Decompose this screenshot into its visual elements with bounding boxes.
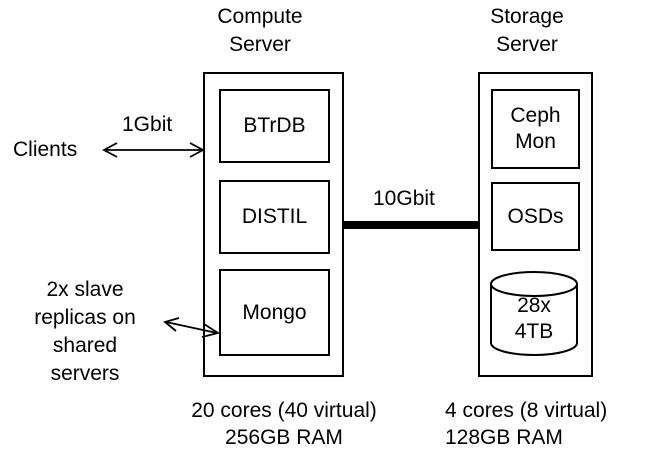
interconnect-speed-label: 10Gbit — [373, 187, 435, 210]
compute-server-title-line1: Compute — [217, 5, 303, 28]
storage-server-title-line2: Server — [496, 33, 558, 56]
mongo-label: Mongo — [242, 300, 307, 324]
clients-arrow — [102, 142, 205, 158]
disks-label: 28x 4TB — [491, 293, 577, 345]
disks-label-line2: 4TB — [514, 320, 554, 343]
compute-specs-line2: 256GB RAM — [225, 426, 343, 449]
storage-server-specs: 4 cores (8 virtual) 128GB RAM — [440, 398, 650, 451]
compute-server-specs: 20 cores (40 virtual) 256GB RAM — [168, 398, 400, 451]
osds-component: OSDs — [491, 182, 580, 251]
mongo-component: Mongo — [219, 269, 330, 356]
replicas-label-line1: 2x slave — [46, 278, 124, 301]
compute-server-title-line2: Server — [229, 33, 291, 56]
distil-label: DISTIL — [241, 205, 308, 228]
storage-server-title: Storage Server — [477, 4, 577, 58]
storage-specs-line2: 128GB RAM — [445, 426, 563, 449]
replicas-label-line2: replicas on — [34, 306, 136, 329]
ceph-mon-component: Ceph Mon — [491, 89, 580, 169]
disks-label-line1: 28x — [517, 294, 551, 317]
replicas-label-line4: servers — [50, 362, 120, 385]
distil-component: DISTIL — [219, 180, 330, 254]
clients-speed-label: 1Gbit — [122, 113, 173, 136]
btrdb-label: BTrDB — [243, 114, 306, 137]
disk-cylinder-icon — [490, 271, 578, 356]
compute-specs-line1: 20 cores (40 virtual) — [191, 399, 377, 422]
clients-label: Clients — [13, 138, 78, 161]
storage-server-title-line1: Storage — [490, 5, 564, 28]
osds-label: OSDs — [507, 204, 564, 228]
compute-server-title: Compute Server — [210, 4, 310, 58]
btrdb-component: BTrDB — [219, 89, 330, 163]
replicas-label-line3: shared — [52, 334, 118, 357]
replicas-arrow — [163, 317, 221, 338]
ceph-mon-label-line1: Ceph — [510, 104, 561, 127]
storage-specs-line1: 4 cores (8 virtual) — [445, 399, 608, 422]
replicas-label: 2x slave replicas on shared servers — [10, 276, 160, 388]
ceph-mon-label-line2: Mon — [515, 130, 556, 153]
